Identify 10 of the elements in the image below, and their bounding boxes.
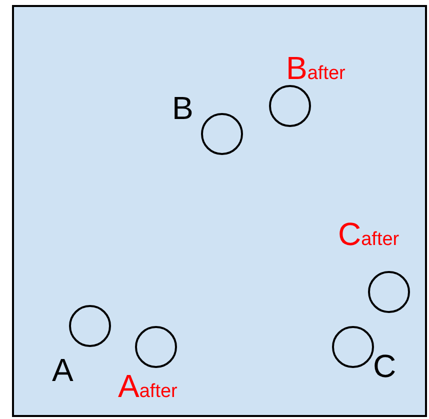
circle [135,326,177,368]
circle [332,326,374,368]
circle [201,113,243,155]
point-label: B [172,92,194,124]
circle [69,305,111,347]
point-label: A [52,354,74,386]
circle [368,271,410,313]
point-label: C [373,350,396,382]
circle [269,85,311,127]
panel [12,5,427,417]
